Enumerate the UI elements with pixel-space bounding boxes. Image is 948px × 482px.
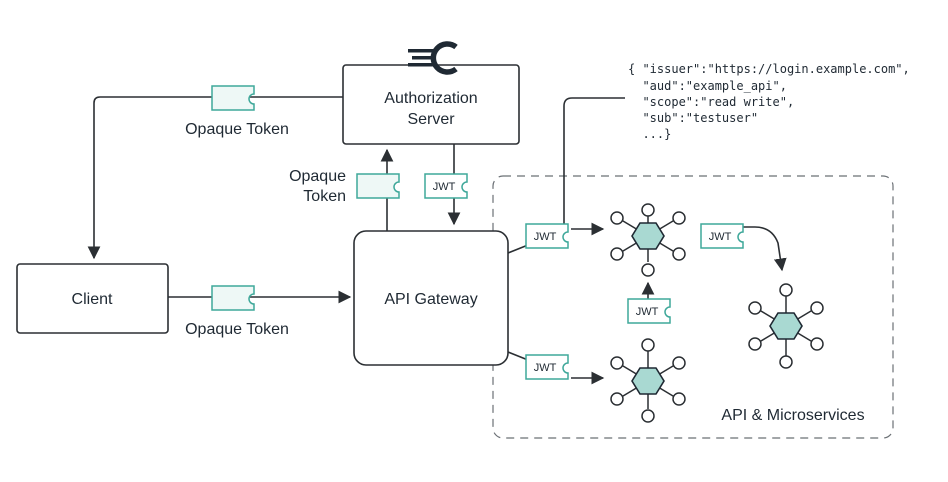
api-gateway-box xyxy=(353,230,509,366)
jwt-payload-line-2: "aud":"example_api", xyxy=(628,79,787,93)
service-a-to-service-c-connector xyxy=(733,226,787,272)
jwt-label: JWT xyxy=(636,306,659,318)
jwt-payload-connector xyxy=(563,97,625,224)
opaque-token-ticket-top-icon xyxy=(211,85,255,111)
opaque-token-ticket-bottom-icon xyxy=(211,285,255,311)
opaque-token-side-label-line1: Opaque xyxy=(289,168,346,185)
api-gateway-label: API Gateway xyxy=(384,291,477,308)
jwt-payload-code: { "issuer":"https://login.example.com", … xyxy=(0,0,946,141)
client-box xyxy=(16,263,169,334)
curity-logo-icon xyxy=(408,41,458,75)
jwt-ticket-service-chain-icon: JWT xyxy=(700,223,744,249)
jwt-ticket-service-a-icon: JWT xyxy=(525,223,569,249)
jwt-ticket-auth-icon: JWT xyxy=(424,173,468,199)
jwt-payload-line-1: { "issuer":"https://login.example.com", xyxy=(628,62,910,76)
microservice-a-icon xyxy=(610,203,686,277)
jwt-ticket-between-services-icon: JWT xyxy=(627,298,671,324)
region-label: API & Microservices xyxy=(721,407,864,424)
auth-to-client-connector xyxy=(87,96,343,260)
jwt-label: JWT xyxy=(433,181,456,193)
jwt-payload-line-5: ...} xyxy=(628,127,671,141)
opaque-token-ticket-side-icon xyxy=(356,173,400,199)
opaque-token-bottom-label: Opaque Token xyxy=(185,321,289,338)
client-label: Client xyxy=(72,291,113,308)
jwt-label: JWT xyxy=(709,231,732,243)
jwt-label: JWT xyxy=(534,231,557,243)
microservices-region xyxy=(492,175,894,439)
opaque-token-top-label: Opaque Token xyxy=(185,121,289,138)
jwt-label: JWT xyxy=(534,362,557,374)
jwt-ticket-service-b-icon: JWT xyxy=(525,354,569,380)
microservice-c-icon xyxy=(748,283,824,369)
microservice-b-icon xyxy=(610,338,686,423)
auth-server-label-line2: Server xyxy=(407,111,455,128)
opaque-token-side-label-line2: Token xyxy=(303,188,346,205)
jwt-payload-line-4: "sub":"testuser" xyxy=(628,111,758,125)
connectors xyxy=(87,96,787,385)
jwt-payload-line-3: "scope":"read write", xyxy=(628,95,794,109)
auth-server-label-line1: Authorization xyxy=(384,90,477,107)
